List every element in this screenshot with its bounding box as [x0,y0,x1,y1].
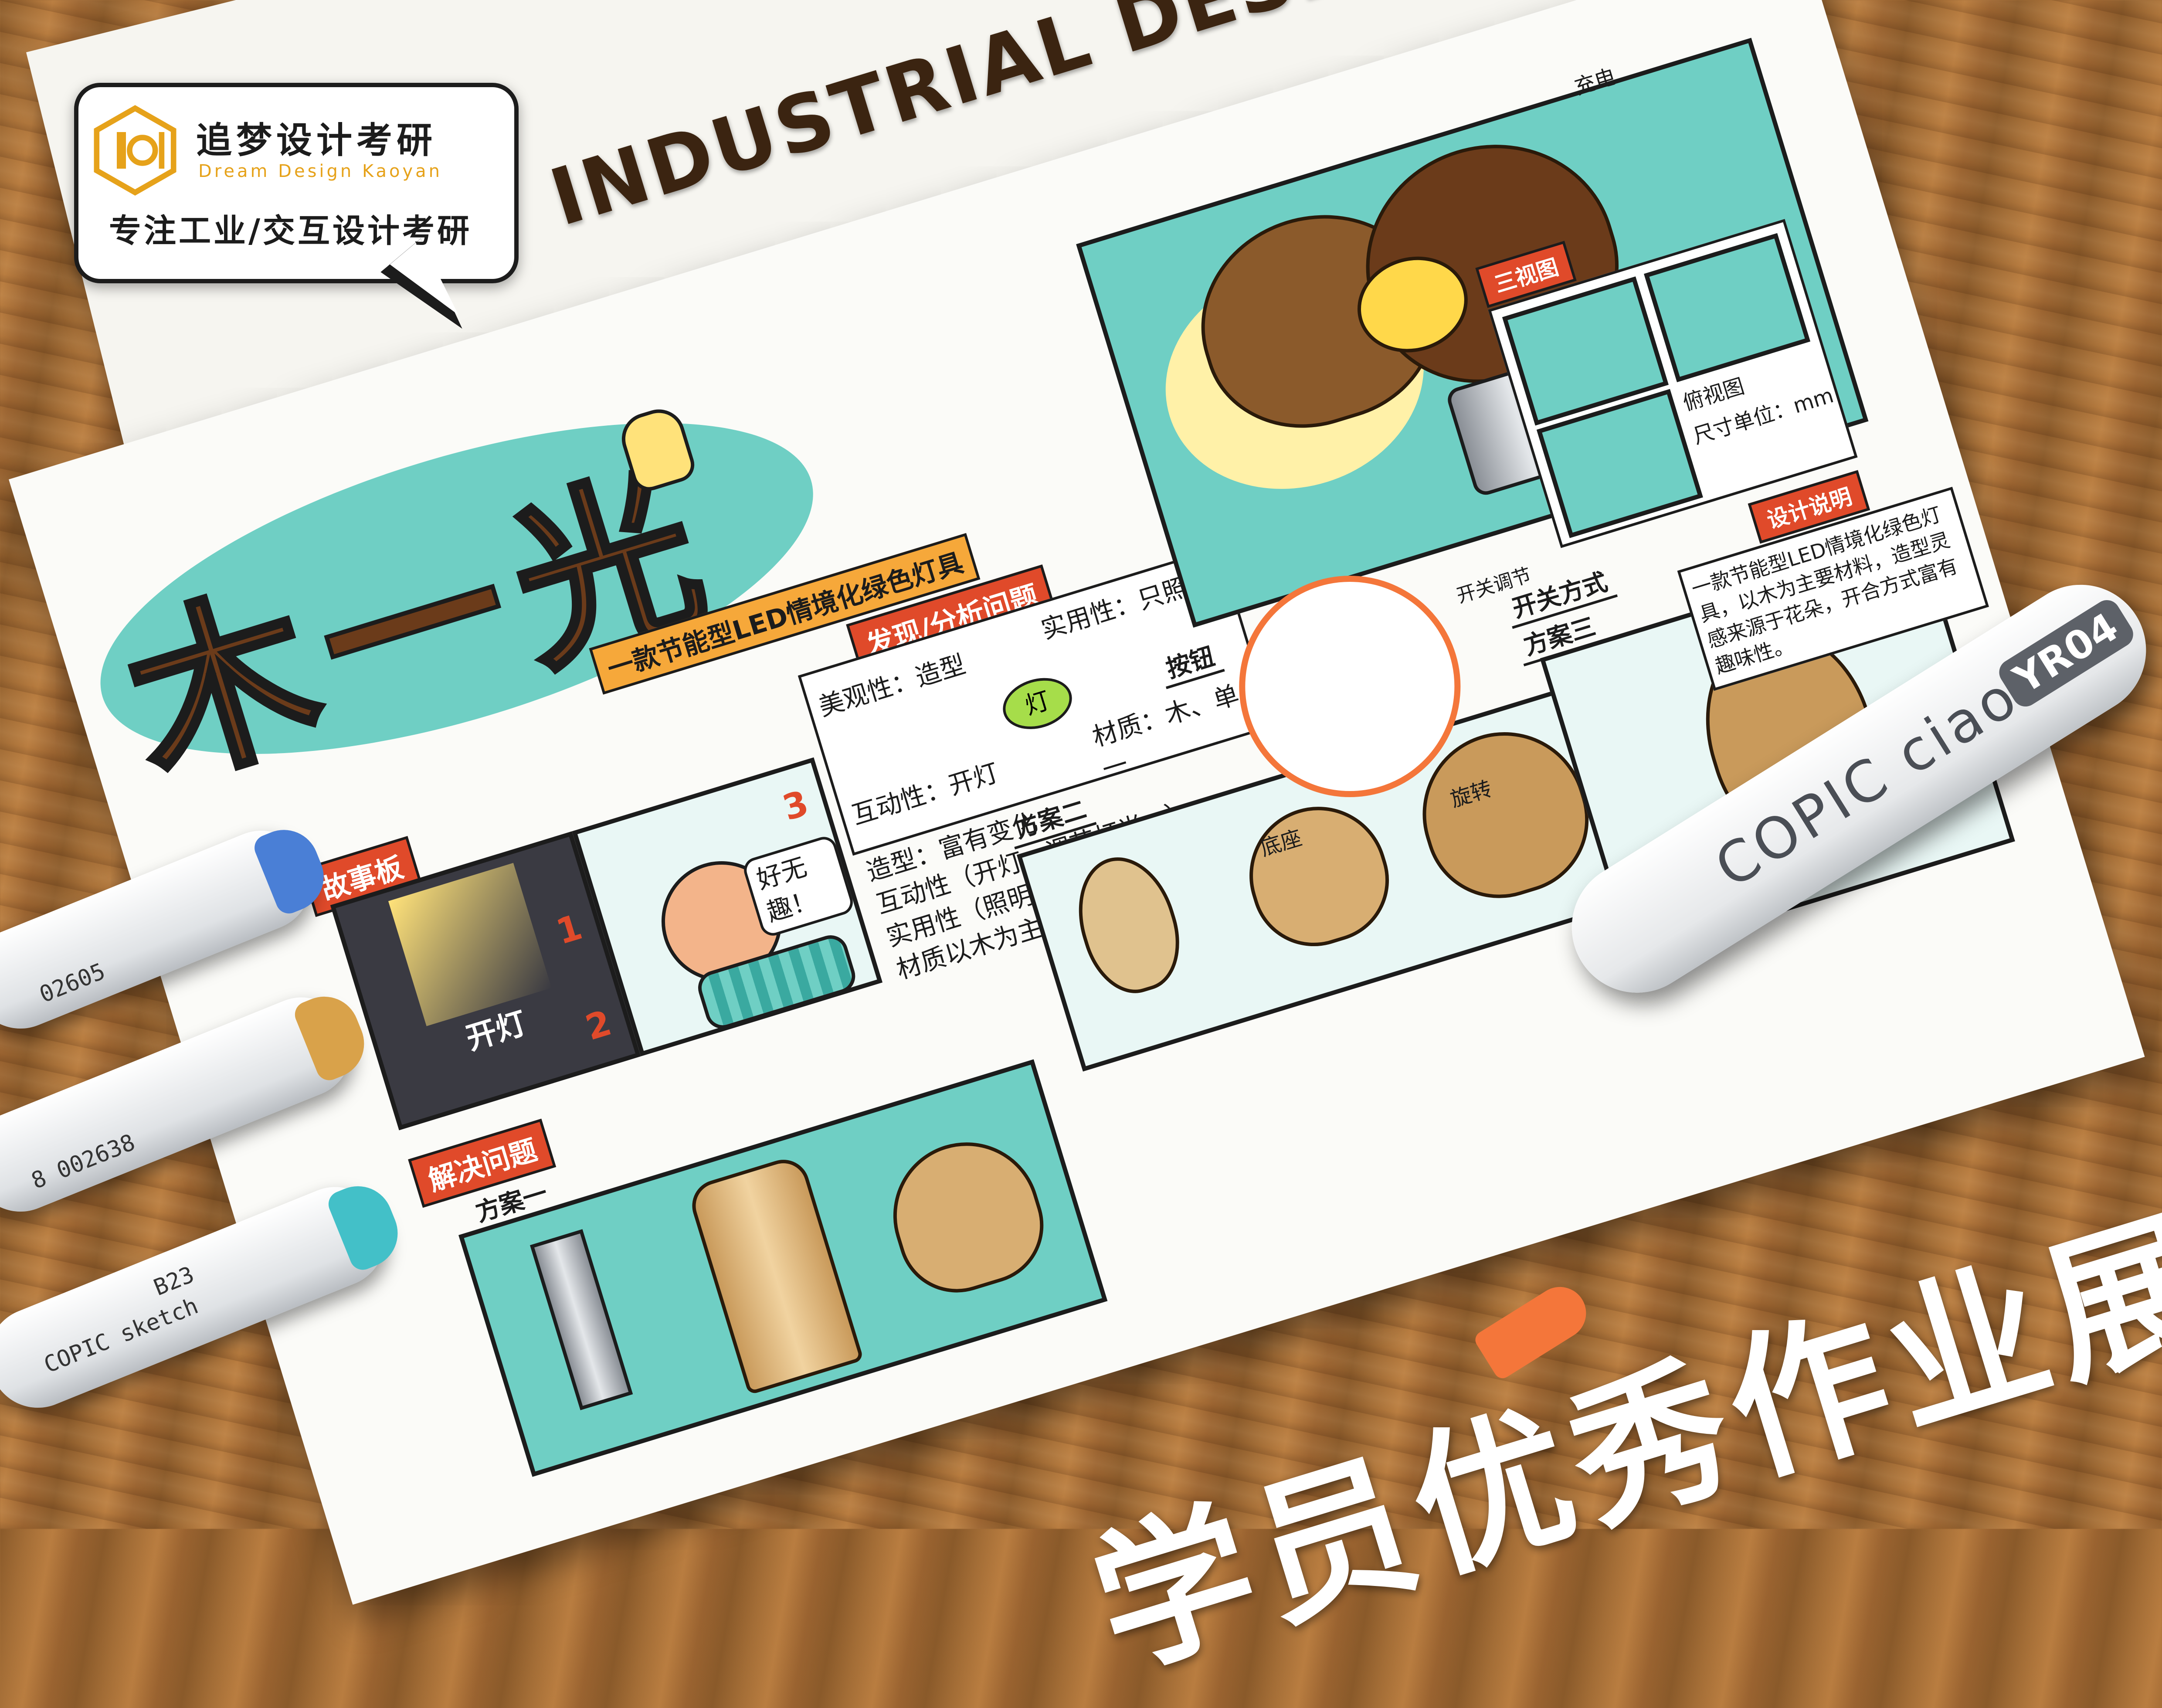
story-number-2: 2 [580,1002,616,1049]
lamp-light-beam [388,862,552,1026]
brand-logo-icon [94,105,176,196]
lamp-sketch-base [529,1229,633,1410]
mindmap-item-aesthetics: 美观性：造型 [815,649,969,722]
flower-lamp-opening [1232,789,1405,962]
mindmap-center: 灯 [996,670,1079,737]
story-number-3: 3 [778,782,813,829]
brand-name-english: Dream Design Kaoyan [198,161,443,181]
heart-lamp-sketch [875,1124,1058,1307]
story-number-1: 1 [551,907,587,953]
wooden-lamp-sketch [686,1153,864,1396]
side-view [1644,233,1811,383]
brand-slogan: 专注工业/交互设计考研 [109,212,472,250]
marker-barcode: 02605 [36,958,109,1008]
flower-lamp-closed [1063,845,1194,1005]
brand-name: 追梦设计考研 [196,120,437,161]
